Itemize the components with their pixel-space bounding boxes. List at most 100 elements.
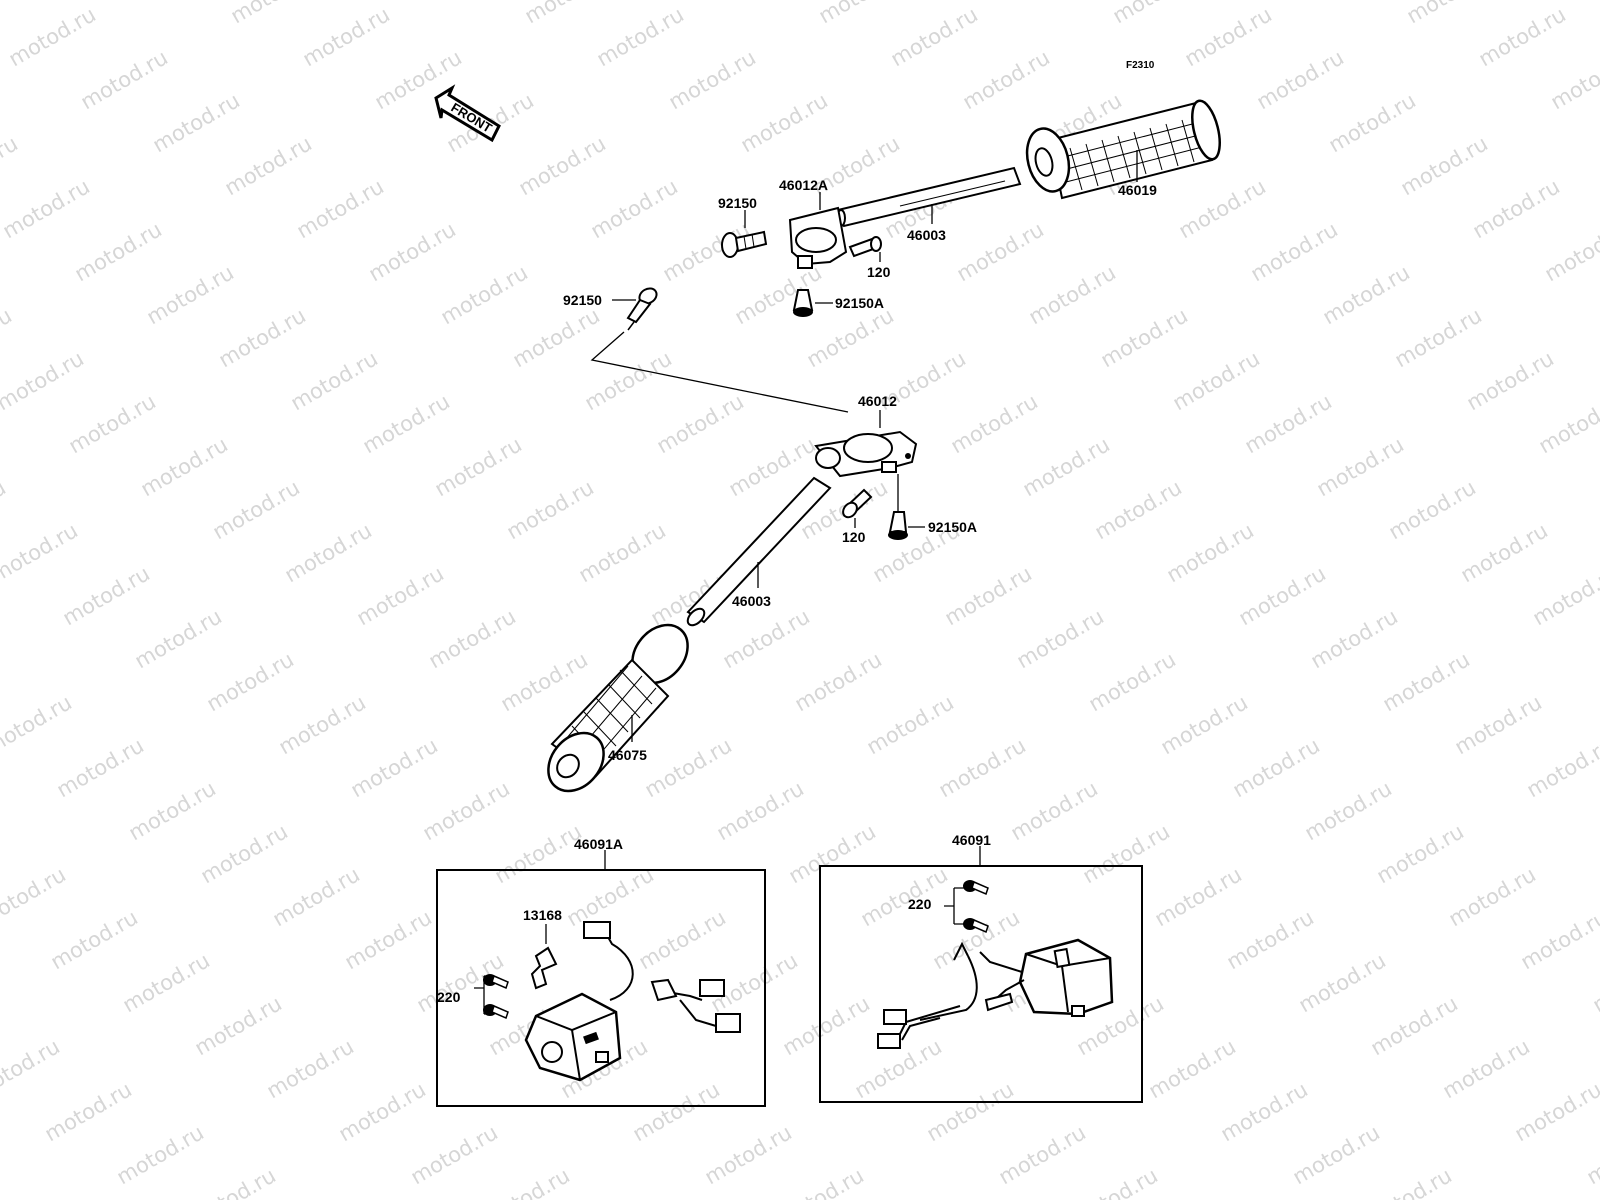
watermark-text: motod.ru	[1385, 475, 1480, 544]
watermark-text: motod.ru	[959, 45, 1054, 114]
watermark-text: motod.ru	[287, 346, 382, 415]
figure-code: F2310	[1126, 60, 1155, 71]
watermark-text: motod.ru	[1295, 948, 1390, 1017]
watermark-text: motod.ru	[1475, 2, 1570, 71]
watermark-text: motod.ru	[1307, 604, 1402, 673]
watermark-text: motod.ru	[995, 1120, 1090, 1189]
watermark-text: motod.ru	[737, 88, 832, 157]
label-46091A: 46091A	[574, 836, 623, 852]
watermark-text: motod.ru	[1439, 1034, 1534, 1103]
watermark-text: motod.ru	[803, 303, 898, 372]
watermark-text: motod.ru	[1535, 389, 1600, 458]
watermark-text: motod.ru	[1019, 432, 1114, 501]
label-92150-top: 92150	[718, 195, 757, 211]
label-13168: 13168	[523, 907, 562, 923]
watermark-text: motod.ru	[263, 1034, 358, 1103]
watermark-text: motod.ru	[515, 131, 610, 200]
watermark-text: motod.ru	[509, 303, 604, 372]
watermark-text: motod.ru	[1145, 1034, 1240, 1103]
watermark-text: motod.ru	[1229, 733, 1324, 802]
watermark-text: motod.ru	[1013, 604, 1108, 673]
label-92150A-top: 92150A	[835, 295, 884, 311]
label-46091: 46091	[952, 832, 991, 848]
watermark-text: motod.ru	[1373, 819, 1468, 888]
watermark-text: motod.ru	[635, 905, 730, 974]
watermark-text: motod.ru	[1469, 174, 1564, 243]
watermark-text: motod.ru	[1163, 518, 1258, 587]
watermark-text: motod.ru	[1247, 217, 1342, 286]
watermark-text: motod.ru	[335, 1077, 430, 1146]
label-46003-top: 46003	[907, 227, 946, 243]
watermark-text: motod.ru	[779, 991, 874, 1060]
watermark-text: motod.ru	[929, 905, 1024, 974]
watermark-text: motod.ru	[659, 217, 754, 286]
watermark-text: motod.ru	[0, 1034, 64, 1103]
watermark-text: motod.ru	[1319, 260, 1414, 329]
watermark-text: motod.ru	[701, 1120, 796, 1189]
box-46091A	[436, 869, 766, 1107]
watermark-text: motod.ru	[0, 0, 28, 28]
label-46012: 46012	[858, 393, 897, 409]
watermark-text: motod.ru	[227, 0, 322, 28]
watermark-text: motod.ru	[221, 131, 316, 200]
screw-220-right	[963, 880, 989, 934]
screw-92150-mid	[626, 287, 658, 331]
watermark-text: motod.ru	[59, 561, 154, 630]
watermark-text: motod.ru	[185, 1163, 280, 1200]
watermark-text: motod.ru	[299, 2, 394, 71]
label-220-right: 220	[908, 896, 932, 912]
watermark-text: motod.ru	[431, 432, 526, 501]
watermark-text: motod.ru	[1517, 905, 1600, 974]
watermark-text: motod.ru	[1169, 346, 1264, 415]
watermark-text: motod.ru	[71, 217, 166, 286]
watermark-text: motod.ru	[1463, 346, 1558, 415]
watermark-text: motod.ru	[1541, 217, 1600, 286]
watermark-text: motod.ru	[77, 45, 172, 114]
watermark-text: motod.ru	[1289, 1120, 1384, 1189]
watermark-text: motod.ru	[353, 561, 448, 630]
screw-92150-top	[721, 230, 768, 258]
watermark-text: motod.ru	[731, 260, 826, 329]
label-46019: 46019	[1118, 182, 1157, 198]
watermark-text: motod.ru	[719, 604, 814, 673]
watermark-text: motod.ru	[0, 346, 88, 415]
screw-92150A-top	[792, 289, 814, 317]
label-120-top: 120	[867, 264, 891, 280]
watermark-text: motod.ru	[0, 862, 70, 931]
watermark-text: motod.ru	[947, 389, 1042, 458]
watermark-text: motod.ru	[503, 475, 598, 544]
watermark-text: motod.ru	[1403, 0, 1498, 28]
watermark-text: motod.ru	[653, 389, 748, 458]
watermark-text: motod.ru	[641, 733, 736, 802]
watermark-text: motod.ru	[41, 1077, 136, 1146]
box-46091	[819, 865, 1143, 1103]
watermark-text: motod.ru	[137, 432, 232, 501]
bar-46003-mid	[686, 476, 832, 627]
watermark-text: motod.ru	[131, 604, 226, 673]
watermark-text: motod.ru	[0, 303, 16, 372]
watermark-text: motod.ru	[0, 475, 10, 544]
watermark-text: motod.ru	[563, 862, 658, 931]
watermark-text: motod.ru	[1301, 776, 1396, 845]
label-120-mid: 120	[842, 529, 866, 545]
watermark-text: motod.ru	[275, 690, 370, 759]
watermark-text: motod.ru	[1511, 1077, 1600, 1146]
bolt-120-top	[848, 236, 882, 258]
watermark-text: motod.ru	[341, 905, 436, 974]
watermark-text: motod.ru	[713, 776, 808, 845]
watermark-text: motod.ru	[1253, 45, 1348, 114]
watermark-text: motod.ru	[191, 991, 286, 1060]
watermark-text: motod.ru	[347, 733, 442, 802]
watermark-text: motod.ru	[1391, 303, 1486, 372]
watermark-text: motod.ru	[1175, 174, 1270, 243]
watermark-text: motod.ru	[1109, 0, 1204, 28]
screw-92150A-mid	[888, 474, 908, 540]
watermark-text: motod.ru	[1547, 45, 1600, 114]
watermark-text: motod.ru	[1361, 1163, 1456, 1200]
switch-housing-46091A	[524, 992, 622, 1082]
watermark-text: motod.ru	[491, 819, 586, 888]
watermark-text: motod.ru	[815, 0, 910, 28]
watermark-text: motod.ru	[665, 45, 760, 114]
watermark-text: motod.ru	[1379, 647, 1474, 716]
watermark-text: motod.ru	[1313, 432, 1408, 501]
